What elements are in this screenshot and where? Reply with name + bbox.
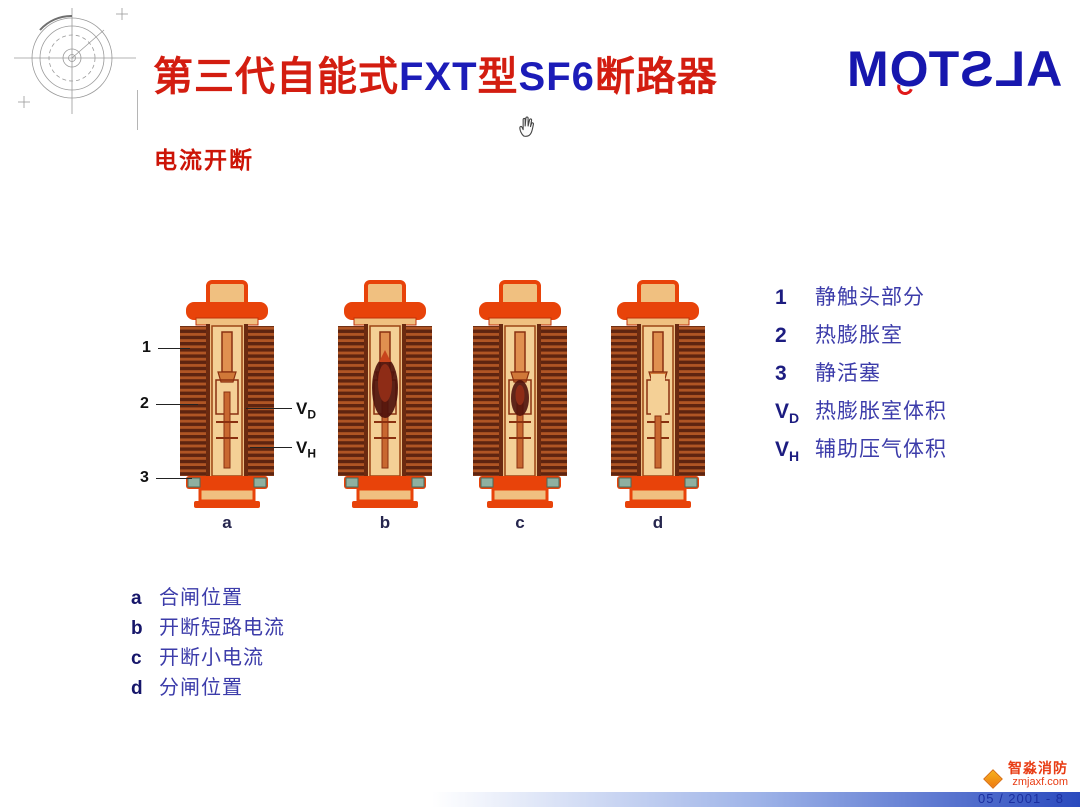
watermark-name: 智淼消防: [1008, 760, 1068, 777]
callout-1: 1: [142, 339, 151, 356]
leader-line-3: [156, 478, 192, 479]
legend-item: a 合闸位置: [131, 587, 243, 609]
title-segment: 第三代自能式: [153, 55, 399, 99]
legend-bottom: a 合闸位置 b 开断短路电流 c 开断小电流 d 分闸位置: [131, 581, 285, 701]
leader-line-2: [156, 404, 198, 405]
watermark-logo-icon: [983, 769, 1003, 789]
leader-line-vh: [250, 447, 292, 448]
volume-label-vd: VD: [296, 399, 317, 422]
breaker-unit-a: [178, 280, 276, 510]
legend-item: VD 热膨胀室体积: [775, 400, 947, 427]
callout-2: 2: [140, 395, 149, 412]
leader-line-1: [158, 348, 190, 349]
legend-item: c 开断小电流: [131, 647, 264, 669]
breaker-unit-d: [609, 280, 707, 510]
legend-right: 1 静触头部分 2 热膨胀室 3 静活塞 VD 热膨胀室体积 VH 辅助压气体积: [775, 281, 947, 471]
unit-letter-c: c: [515, 513, 525, 532]
watermark-site: zmjaxf.com: [1012, 776, 1068, 789]
breaker-unit-b: [336, 280, 434, 510]
page-date: 05 / 2001 - 8: [978, 791, 1064, 806]
leader-line-vd: [246, 408, 292, 409]
slide-subtitle: 电流开断: [154, 147, 254, 173]
title-segment: 型: [477, 55, 519, 99]
legend-item: b 开断短路电流: [131, 617, 285, 639]
title-segment: 断路器: [594, 55, 718, 99]
title-segment: SF6: [518, 55, 595, 99]
legend-item: d 分闸位置: [131, 677, 243, 699]
unit-letter-b: b: [379, 513, 391, 532]
legend-item: 1 静触头部分: [775, 286, 925, 309]
breaker-diagram: [178, 280, 707, 510]
page-title: 第三代自能式FXT型SF6断路器: [153, 44, 718, 102]
alstom-logo-text: ALSTOM: [845, 41, 1062, 97]
breaker-unit-c: [471, 280, 569, 510]
header-divider-tick: [137, 90, 138, 130]
compass-drawing-icon: [14, 8, 136, 114]
title-segment: FXT: [399, 55, 478, 99]
unit-letter-a: a: [222, 513, 232, 532]
legend-item: 2 热膨胀室: [775, 324, 903, 347]
callout-3: 3: [140, 469, 149, 486]
volume-label-vh: VH: [296, 438, 317, 461]
watermark: 智淼消防 zmjaxf.com: [1008, 760, 1068, 789]
hand-cursor-icon: [519, 116, 534, 137]
legend-item: 3 静活塞: [775, 362, 881, 385]
legend-item: VH 辅助压气体积: [775, 438, 947, 465]
unit-letter-d: d: [652, 513, 664, 532]
footer-gradient-bar: [0, 792, 1080, 807]
alstom-logo: ALSTOM: [846, 40, 1062, 98]
